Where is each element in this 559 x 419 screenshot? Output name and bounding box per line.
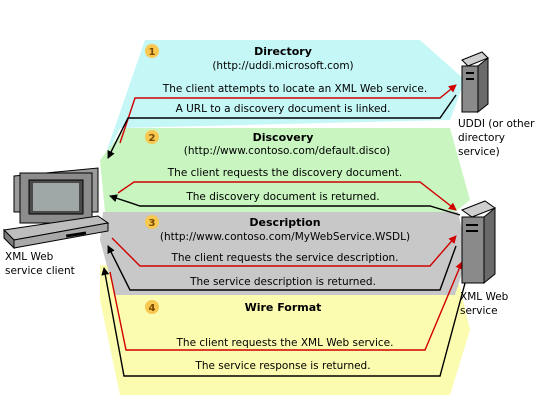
step-1-url: (http://uddi.microsoft.com)	[212, 60, 353, 72]
step-3-number: 3	[149, 218, 156, 229]
step-1-response-label: A URL to a discovery document is linked.	[176, 103, 391, 115]
step-4-badge	[145, 300, 159, 314]
step-4-response-label: The service response is returned.	[194, 360, 370, 372]
step-3-response-label: The service description is returned.	[189, 276, 376, 288]
tower-server-icon	[460, 200, 497, 285]
step-2-badge	[145, 130, 159, 144]
step-2-response-label: The discovery document is returned.	[185, 191, 379, 203]
client-label-line1: XML Web	[5, 251, 54, 263]
desktop-computer-icon	[2, 167, 110, 250]
step-1-badge	[145, 44, 159, 58]
step-2-number: 2	[149, 133, 156, 144]
step-3-url: (http://www.contoso.com/MyWebService.WSD…	[160, 231, 410, 243]
step-3-badge	[145, 215, 159, 229]
discovery-band	[100, 128, 470, 212]
web-service-label-line1: XML Web	[460, 291, 509, 303]
step-3-request-label: The client requests the service descript…	[170, 252, 398, 264]
uddi-label-line2: directory	[458, 132, 505, 144]
client-label-line2: service client	[5, 265, 75, 277]
step-2-url: (http://www.contoso.com/default.disco)	[184, 145, 390, 157]
tower-server-icon	[461, 51, 489, 114]
directory-band	[100, 40, 465, 170]
step-4-response-arrow	[101, 267, 469, 377]
step-2-response-arrow	[109, 194, 461, 216]
step-1-response-arrow	[107, 94, 457, 159]
wire-format-band	[100, 265, 470, 395]
step-4-request-label: The client requests the XML Web service.	[176, 337, 394, 349]
step-4-number: 4	[149, 303, 156, 314]
step-3-title: Description	[249, 216, 320, 229]
step-4-request-arrow	[109, 261, 463, 351]
step-4-title: Wire Format	[245, 301, 322, 314]
uddi-label-line1: UDDI (or other	[458, 118, 535, 130]
uddi-label-line3: service)	[458, 146, 500, 158]
step-2-title: Discovery	[253, 131, 314, 144]
step-2-request-arrow	[117, 181, 457, 211]
web-service-label-line2: service	[460, 305, 498, 317]
description-band	[100, 212, 468, 295]
step-3-request-arrow	[111, 235, 457, 267]
step-1-title: Directory	[254, 45, 312, 58]
step-1-request-label: The client attempts to locate an XML Web…	[162, 83, 427, 95]
step-2-request-label: The client requests the discovery docume…	[167, 167, 402, 179]
step-3-response-arrow	[107, 245, 457, 291]
step-1-number: 1	[149, 47, 156, 58]
